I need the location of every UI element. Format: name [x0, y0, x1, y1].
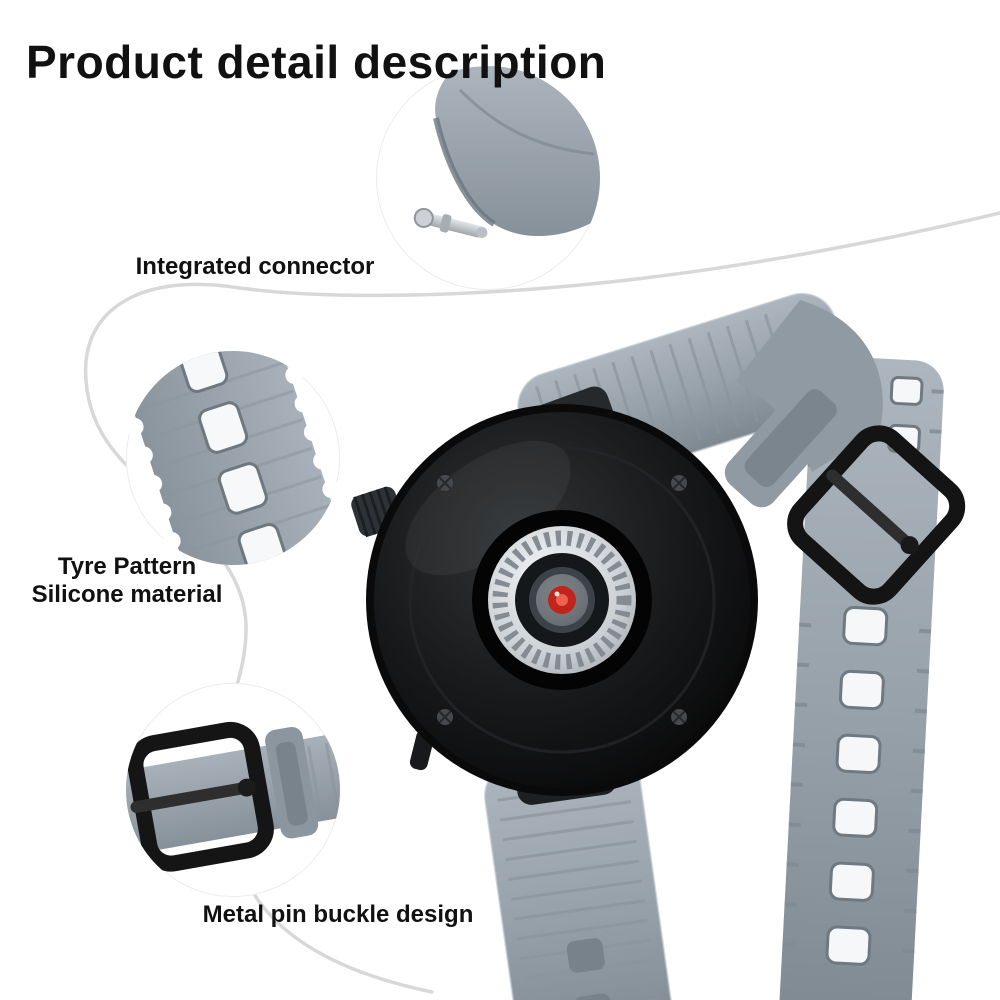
- buckle-pin: [826, 469, 915, 550]
- case-screws: [437, 475, 687, 725]
- glass-highlight: [405, 440, 571, 576]
- connector-detail-photo: [376, 66, 600, 290]
- buckle-assembly: [724, 368, 966, 605]
- callout-label-text: Integrated connector: [135, 253, 375, 280]
- tyre-pattern-detail-photo: [126, 351, 340, 565]
- spring-bar-pin: [413, 207, 488, 238]
- buckle-pin-detail: [130, 782, 247, 814]
- buckle-detail-photo: [126, 683, 340, 897]
- callout-label-line1: Tyre Pattern: [57, 553, 197, 580]
- callout-label-metal-pin-buckle: Metal pin buckle design: [198, 901, 478, 929]
- page-title: Product detail description: [26, 35, 607, 88]
- callout-label-tyre-pattern: Tyre Pattern Silicone material: [17, 553, 237, 610]
- watch-body: [366, 404, 758, 796]
- callout-label-text: Metal pin buckle design: [202, 901, 474, 928]
- strap-bottom: [483, 748, 674, 1000]
- callout-label-line2: Silicone material: [31, 581, 223, 609]
- callout-label-integrated-connector: Integrated connector: [120, 253, 390, 281]
- sensor-module: [472, 510, 652, 690]
